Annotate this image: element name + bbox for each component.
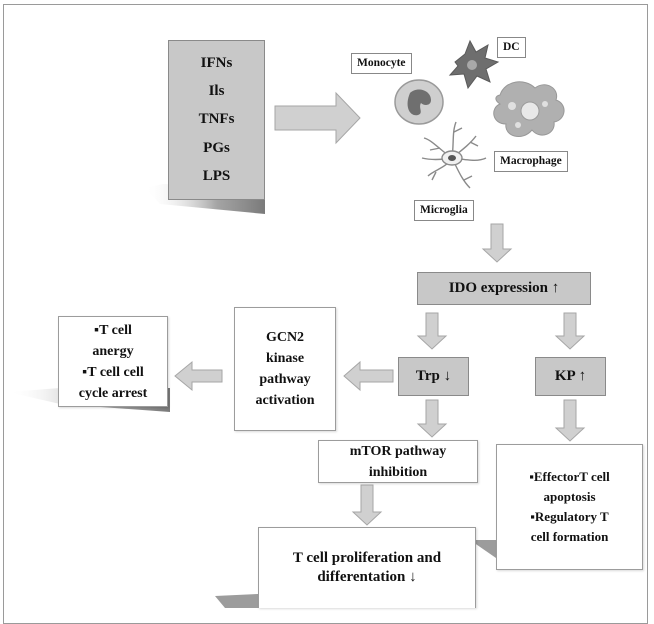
mediator-ifns: IFNs [200, 54, 233, 71]
trp-to-gcn2-arrow [343, 360, 394, 392]
tcell-line-2: anergy [92, 343, 134, 359]
prolif-box-shadow [215, 594, 258, 608]
ido-to-kp-arrow [554, 312, 586, 350]
mtor-box: mTOR pathway inhibition [318, 440, 478, 483]
gcn2-line-4: activation [255, 393, 315, 408]
gcn2-to-tcell-arrow [174, 360, 223, 392]
prolif-line-1: T cell proliferation and [292, 550, 442, 566]
kp-outcome-box: ▪EffectorT cell apoptosis ▪Regulatory T … [496, 444, 643, 570]
monocyte-cell-icon [394, 79, 444, 125]
mediator-tnfs: TNFs [198, 111, 235, 128]
microglia-cell-icon [421, 121, 487, 189]
trp-label: Trp ↓ [415, 368, 452, 384]
mtor-line-2: inhibition [368, 464, 428, 480]
macrophage-label: Macrophage [494, 151, 568, 172]
tcell-line-4: cycle arrest [78, 385, 148, 401]
ido-expression-label: IDO expression ↑ [448, 280, 560, 296]
macrophage-cell-icon [493, 81, 565, 138]
proliferation-box: T cell proliferation and differentation … [258, 527, 476, 608]
kp-box: KP ↑ [535, 357, 606, 396]
trp-to-mtor-arrow [416, 399, 448, 438]
tcell-outcome-box: ▪T cell anergy ▪T cell cell cycle arrest [58, 316, 168, 407]
gcn2-line-2: kinase [265, 351, 305, 366]
kp-label: KP ↑ [554, 368, 587, 384]
kp-outcome-line-1: ▪EffectorT cell [529, 469, 610, 484]
tcell-line-1: ▪T cell [94, 322, 132, 338]
ido-expression-box: IDO expression ↑ [417, 272, 591, 305]
microglia-label: Microglia [414, 200, 474, 221]
dc-label: DC [497, 37, 526, 58]
cells-to-ido-arrow [481, 223, 513, 263]
trp-box: Trp ↓ [398, 357, 469, 396]
mediators-box: IFNs Ils TNFs PGs LPS [168, 40, 265, 200]
mtor-to-prolif-arrow [351, 484, 383, 526]
dendritic-cell-icon [448, 39, 500, 90]
mtor-line-1: mTOR pathway [349, 443, 447, 459]
kp-outcome-line-2: apoptosis [543, 489, 596, 504]
mediator-lps: LPS [202, 168, 231, 185]
gcn2-line-3: pathway [259, 372, 311, 387]
ido-to-trp-arrow [416, 312, 448, 350]
mediator-ils: Ils [208, 83, 225, 100]
kp-box-shadow [470, 540, 496, 558]
monocyte-label: Monocyte [351, 53, 412, 74]
kp-outcome-line-3: ▪Regulatory T [530, 509, 609, 524]
mediator-pgs: PGs [203, 139, 230, 156]
gcn2-box: GCN2 kinase pathway activation [234, 307, 336, 431]
gcn2-line-1: GCN2 [265, 330, 305, 345]
mediators-to-cells-arrow [274, 91, 361, 145]
kp-outcome-line-4: cell formation [530, 529, 609, 544]
tcell-line-3: ▪T cell cell [82, 364, 144, 380]
kp-to-outcomes-arrow [554, 399, 586, 442]
prolif-line-2: differentation ↓ [317, 569, 417, 585]
